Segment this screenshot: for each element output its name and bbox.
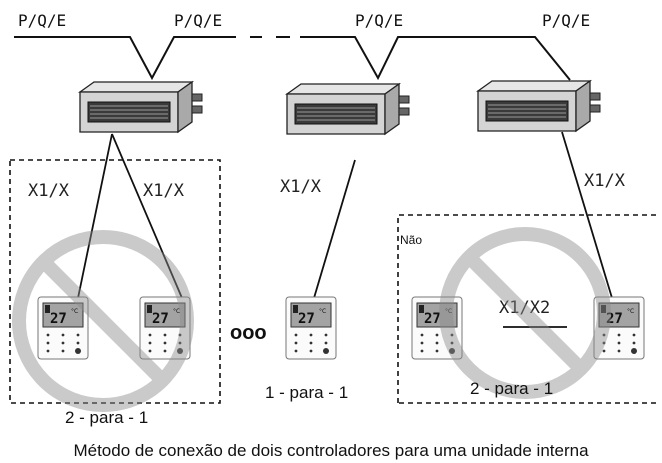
bus-label-2: P/Q/E [174, 11, 222, 30]
wire-label-right: X1/X [584, 171, 626, 191]
prohibited-symbol-right [439, 227, 611, 399]
ellipsis-more-units: ooo [230, 322, 267, 344]
group-frame-left [9, 159, 221, 404]
group-caption-middle: 1 - para - 1 [265, 383, 348, 402]
indoor-unit-middle [286, 83, 410, 135]
group-frame-right [397, 214, 656, 404]
wire-label-controller-link: X1/X2 [499, 298, 550, 318]
indoor-unit-left [79, 81, 203, 133]
bus-label-3: P/Q/E [355, 11, 403, 30]
wire-label-middle: X1/X [280, 177, 322, 197]
bus-line [14, 36, 571, 81]
wire-label-left-b: X1/X [143, 181, 185, 201]
bus-label-4: P/Q/E [542, 11, 590, 30]
prohibited-symbol-left [12, 230, 194, 412]
controller-middle [285, 296, 337, 360]
wire-label-left-a: X1/X [28, 181, 70, 201]
indoor-unit-right [477, 80, 601, 132]
bus-label-1: P/Q/E [18, 11, 66, 30]
group-caption-left: 2 - para - 1 [65, 408, 148, 427]
diagram-caption: Método de conexão de dois controladores … [73, 441, 589, 460]
wires [77, 131, 613, 328]
group-tag-right: Não [400, 233, 422, 247]
group-caption-right: 2 - para - 1 [470, 379, 553, 398]
